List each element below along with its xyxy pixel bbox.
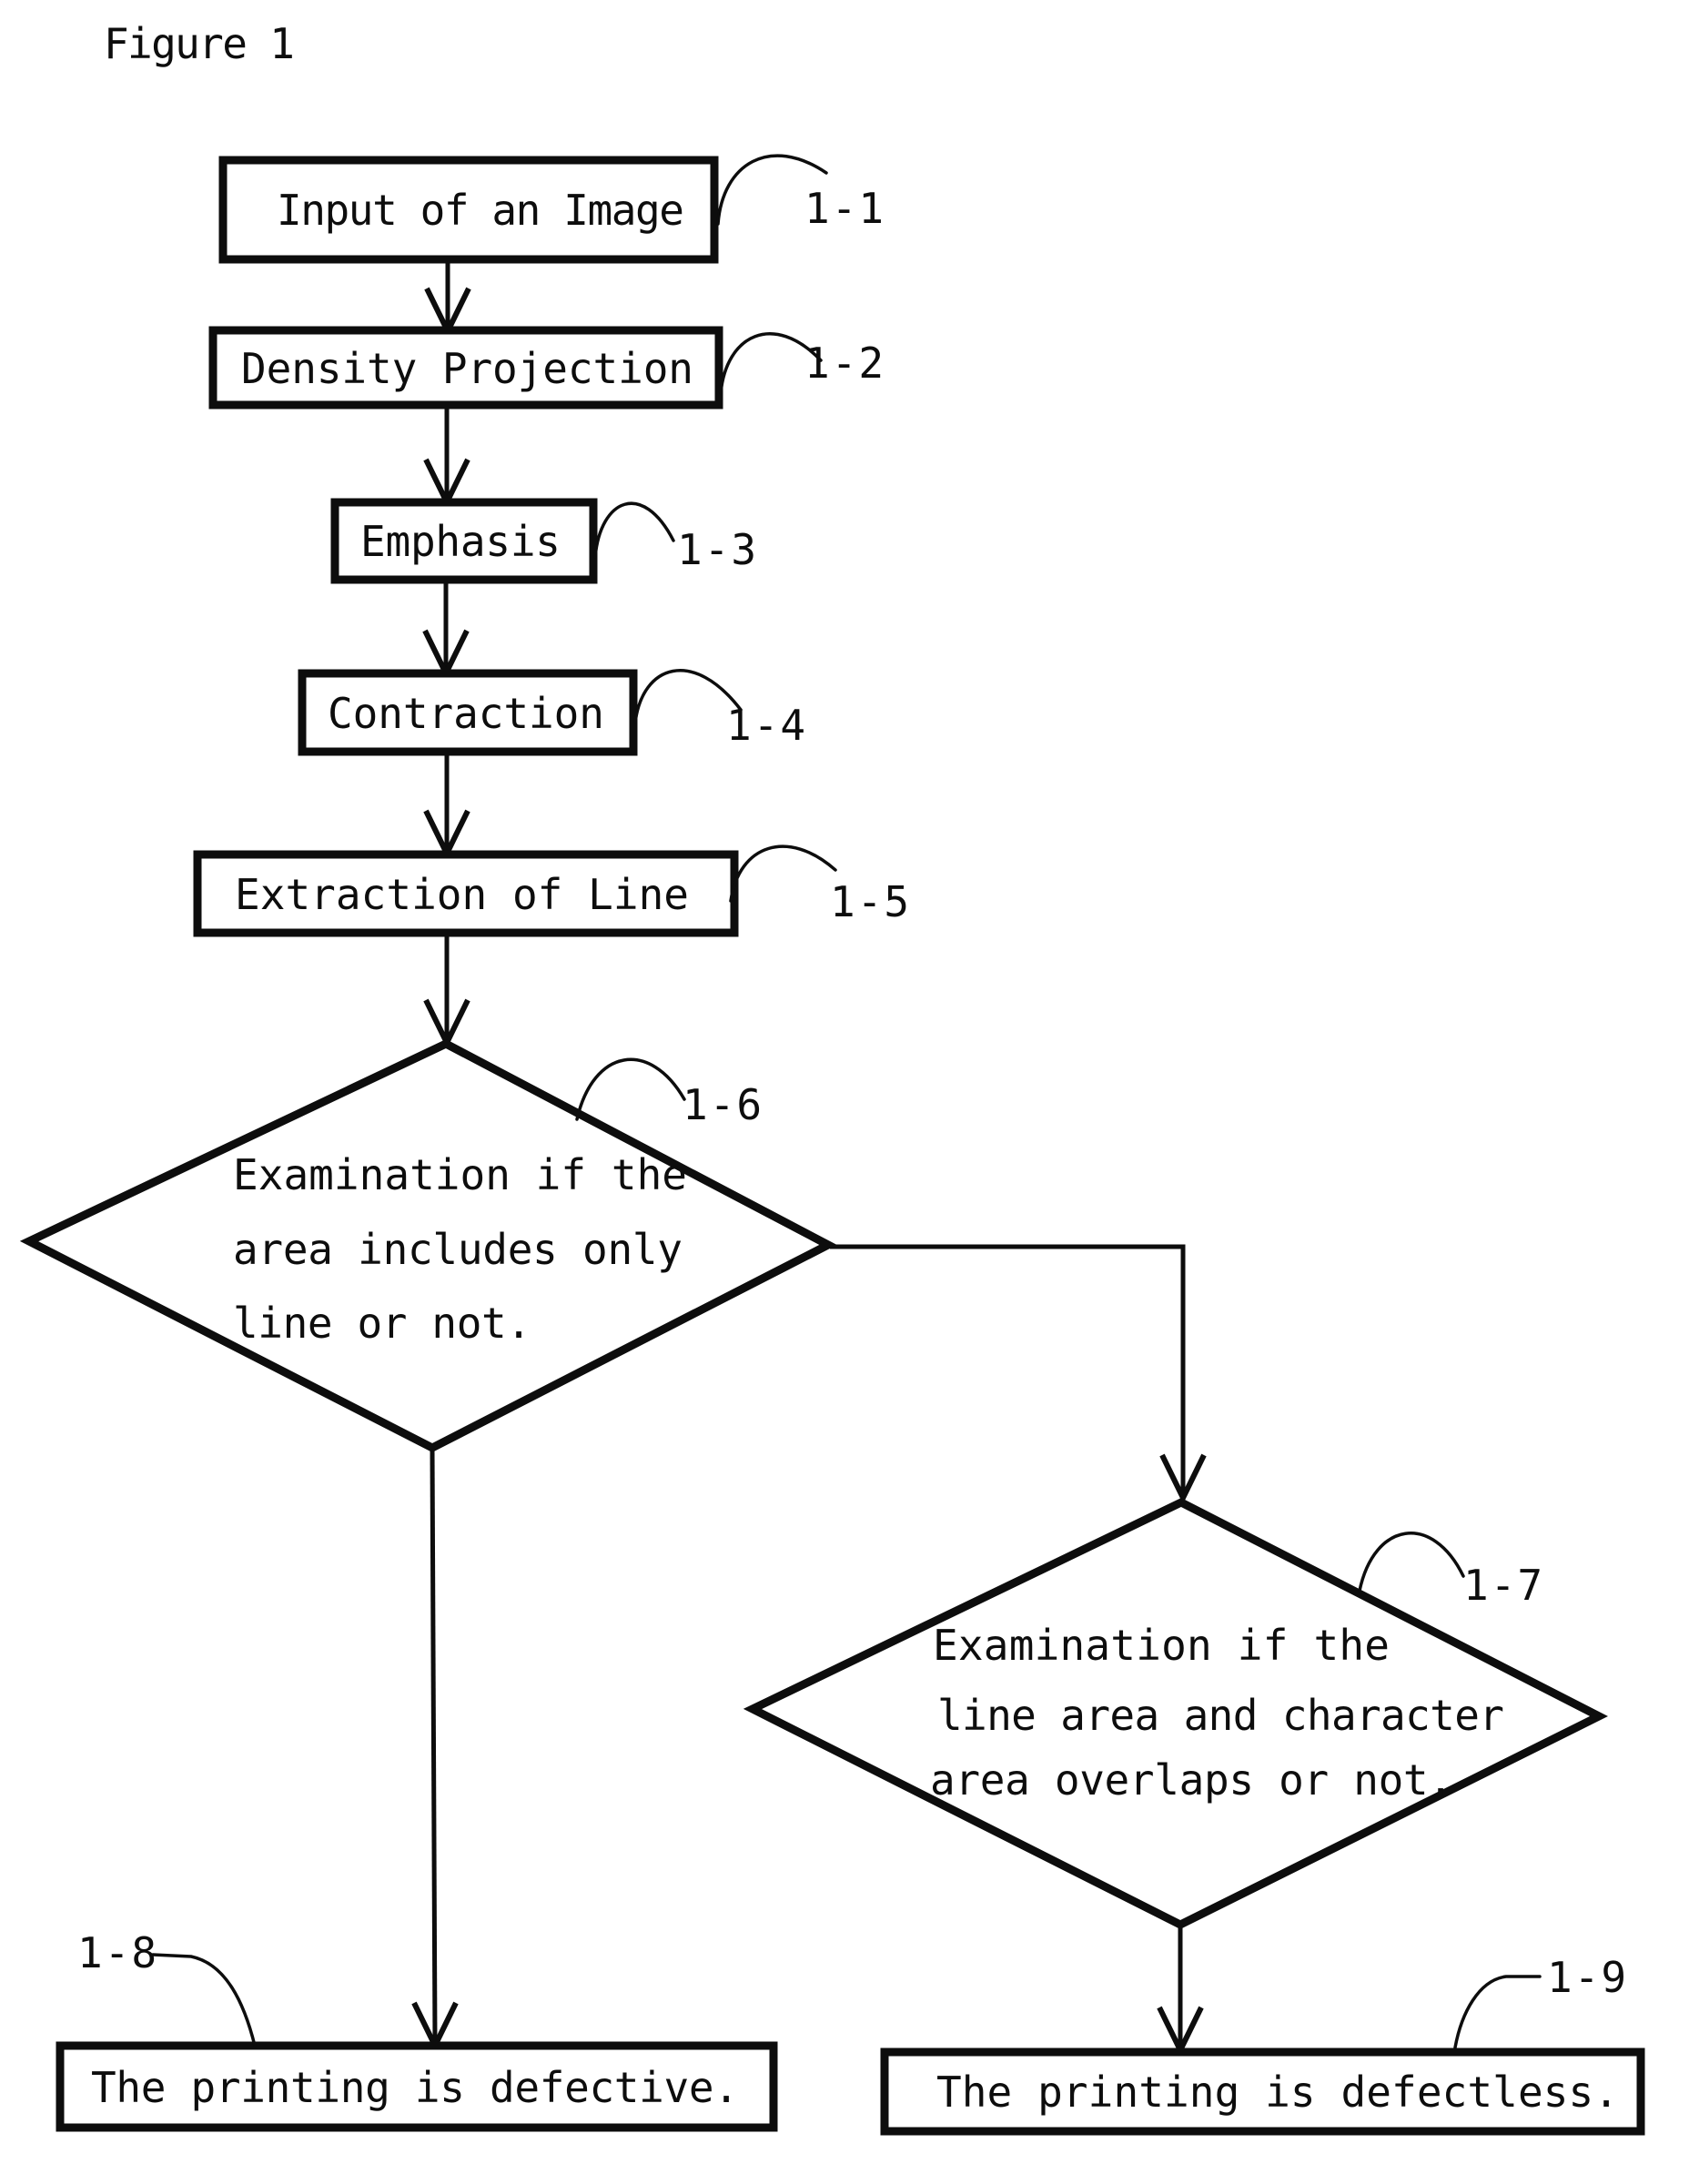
leader-arc-1-8 (151, 1953, 257, 2048)
diamond-line-only (19, 1038, 837, 1453)
arrow-shaft (430, 1449, 438, 2044)
step-density-projection: Density Projection (208, 326, 723, 410)
decision-overlap-text-1: Examination if the (933, 1621, 1390, 1670)
leader-arc-1-6 (575, 1057, 686, 1121)
step-input-image: Input of an Image (218, 156, 719, 264)
box-defective (56, 2041, 778, 2132)
box-label-density-projection: Density Projection (241, 344, 693, 393)
ref-label-1-4: 1-4 (726, 701, 807, 750)
decision-overlap-text-3: area overlaps or not. (930, 1755, 1453, 1805)
box-contraction (298, 669, 638, 756)
outcome-defective: The printing is defective. (56, 2041, 778, 2132)
diamond-overlap (743, 1497, 1608, 1930)
leader-arc-1-5 (729, 844, 837, 903)
decision-line-only: Examination if the area includes only li… (19, 1038, 837, 1453)
arrow-shaft (830, 1244, 1186, 1495)
arrow-decision-overlap-to-defectless (1157, 1926, 1204, 2057)
arrow-decision-line-only-to-decision-overlap (830, 1244, 1207, 1504)
leader-arc-1-1 (716, 154, 828, 226)
arrow-emphasis-to-contraction (422, 581, 470, 680)
arrow-density-to-emphasis (423, 407, 470, 509)
box-label-extraction-line: Extraction of Line (235, 870, 689, 919)
box-input-image (218, 156, 719, 264)
ref-label-1-3: 1-3 (677, 525, 758, 574)
ref-label-1-1: 1-1 (804, 184, 885, 233)
arrowhead (1159, 1453, 1207, 1504)
leader-arc-1-3 (593, 501, 675, 559)
leader-arc-1-9 (1453, 1975, 1542, 2049)
decision-line-only-text-2: area includes only (233, 1225, 683, 1274)
decision-overlap-text-2: line area and character (937, 1691, 1504, 1740)
decision-line-only-text-3: line or not. (233, 1299, 531, 1348)
box-label-defectless: The printing is defectless. (936, 2068, 1619, 2117)
box-label-defective: The printing is defective. (91, 2063, 739, 2112)
box-label-input-image: Input of an Image (277, 186, 684, 235)
ref-label-1-9: 1-9 (1547, 1953, 1628, 2002)
decision-overlap: Examination if the line area and charact… (743, 1497, 1608, 1930)
step-contraction: Contraction (298, 669, 638, 756)
decision-line-only-text-1: Examination if the (233, 1150, 687, 1199)
arrow-extraction-to-decision-line-only (423, 935, 470, 1049)
box-density-projection (208, 326, 723, 410)
step-emphasis: Emphasis (330, 498, 598, 584)
box-defectless (880, 2048, 1645, 2136)
ref-label-1-6: 1-6 (683, 1080, 764, 1129)
ref-label-1-2: 1-2 (804, 339, 885, 388)
box-emphasis (330, 498, 598, 584)
leader-arc-1-4 (633, 669, 743, 724)
box-label-contraction: Contraction (328, 689, 604, 738)
arrow-contraction-to-extraction (423, 753, 470, 860)
figure-title: Figure 1 (104, 19, 295, 68)
box-label-emphasis: Emphasis (360, 517, 561, 566)
ref-label-1-5: 1-5 (830, 877, 911, 926)
arrow-input-to-density (424, 262, 471, 338)
step-extraction-line: Extraction of Line (193, 850, 739, 937)
ref-label-1-8: 1-8 (77, 1928, 158, 1977)
leader-arc-1-7 (1358, 1532, 1465, 1592)
leader-arc-1-2 (719, 332, 823, 395)
ref-label-1-7: 1-7 (1463, 1561, 1544, 1610)
arrow-decision-line-only-to-defective (411, 1449, 459, 2052)
box-extraction-line (193, 850, 739, 937)
outcome-defectless: The printing is defectless. (880, 2048, 1645, 2136)
